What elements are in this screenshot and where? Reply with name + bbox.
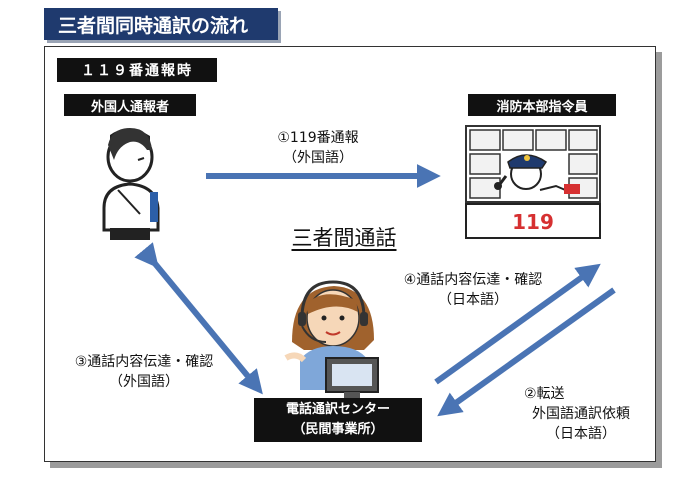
step2-text: ②転送 外国語通訳依頼 （日本語）: [516, 384, 646, 444]
arrow-step4: [434, 263, 601, 385]
page-title: 三者間同時通訳の流れ: [44, 8, 278, 40]
reporter-person-icon: [102, 128, 160, 240]
three-way-call-label: 三者間通話: [291, 226, 397, 250]
arrow-step3: [134, 242, 263, 395]
step1-text: ①119番通報 （外国語）: [258, 128, 378, 168]
dispatcher-label: 消防本部指令員: [468, 94, 616, 116]
step4-line2: （日本語）: [438, 292, 508, 308]
step4-line1: ④通話内容伝達・確認: [403, 272, 543, 288]
step2-line1: ②転送: [524, 386, 565, 402]
reporter-label: 外国人通報者: [64, 94, 196, 116]
desk-number-119: 119: [512, 210, 554, 234]
step1-line1: ①119番通報: [277, 130, 359, 146]
interpreter-center-name: 電話通訳センター: [285, 402, 390, 417]
arrow-step2: [437, 287, 616, 417]
situation-label: １１９番通報時: [57, 58, 217, 82]
step4-text: ④通話内容伝達・確認 （日本語）: [388, 270, 558, 310]
operator-icon: [284, 280, 379, 398]
interpreter-center-label: 電話通訳センター （民間事業所）: [254, 398, 422, 442]
step3-text: ③通話内容伝達・確認 （外国語）: [58, 352, 230, 392]
step1-line2: （外国語）: [283, 150, 353, 166]
step2-line3: （日本語）: [546, 426, 616, 442]
step3-line2: （外国語）: [109, 374, 179, 390]
dispatcher-icon: 119: [465, 125, 601, 239]
interpreter-center-sub: （民間事業所）: [292, 422, 384, 437]
step3-line1: ③通話内容伝達・確認: [74, 354, 214, 370]
step2-line2: 外国語通訳依頼: [532, 406, 630, 422]
